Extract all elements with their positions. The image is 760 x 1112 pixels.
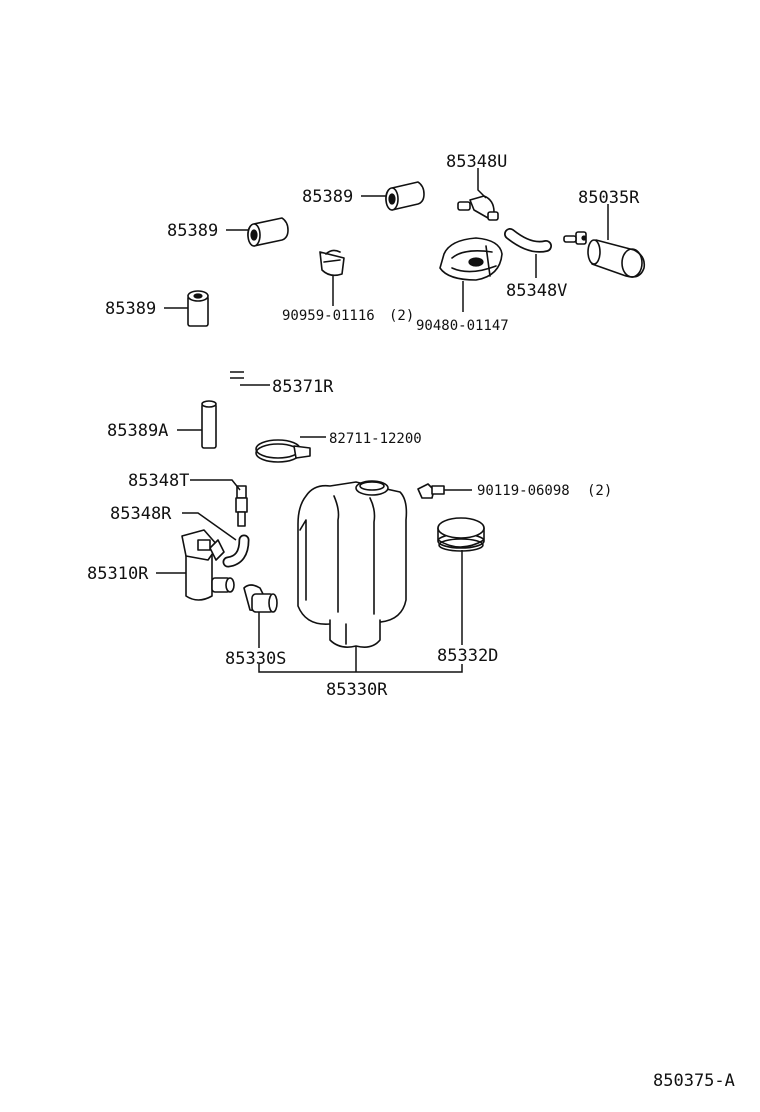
label-85389-top: 85389 — [302, 187, 353, 207]
grommet-85389A — [201, 400, 217, 449]
hose-85348V — [504, 228, 552, 253]
washer-pump-85310R — [181, 529, 235, 601]
callout-line-85348R — [182, 512, 237, 541]
washer-hose-85371R — [230, 205, 446, 488]
grommet-85389-middle — [247, 217, 289, 247]
label-85371R: 85371R — [272, 377, 334, 397]
label-90119: 90119-06098 — [477, 483, 570, 499]
elbow-hose-85348R — [222, 534, 250, 568]
label-90119-qty: (2) — [587, 483, 612, 499]
label-85348R: 85348R — [110, 504, 172, 524]
label-85332D: 85332D — [437, 646, 498, 666]
washer-tank-85330R — [297, 480, 408, 648]
callout-bracket-85330R — [258, 664, 463, 673]
callout-90959: 90959-01116 (2) — [282, 276, 414, 324]
label-85330S: 85330S — [225, 649, 286, 669]
diagram-id: 850375-A — [653, 1071, 735, 1091]
label-82711: 82711-12200 — [329, 431, 422, 447]
elbow-joint-85348U — [457, 195, 499, 221]
callout-line-85348T — [190, 479, 241, 491]
label-90959-qty: (2) — [389, 308, 414, 324]
label-90480: 90480-01147 — [416, 318, 509, 334]
label-85389-left: 85389 — [105, 299, 156, 319]
label-85348U: 85348U — [446, 152, 507, 172]
bolt-90119 — [417, 483, 445, 499]
label-90959: 90959-01116 — [282, 308, 375, 324]
label-85389-middle: 85389 — [167, 221, 218, 241]
grommet-85389-left — [187, 290, 209, 327]
label-85389A: 85389A — [107, 421, 168, 441]
label-85330R: 85330R — [326, 680, 388, 700]
label-85348T: 85348T — [128, 471, 189, 491]
label-85348V: 85348V — [506, 281, 567, 301]
hose-joint-85348T — [235, 485, 248, 527]
grommet-85330S — [243, 584, 278, 613]
label-85310R: 85310R — [87, 564, 149, 584]
grommet-85389-top — [385, 181, 425, 211]
washer-motor-85035R — [563, 231, 646, 278]
label-85035R: 85035R — [578, 188, 640, 208]
hose-clamp-82711 — [255, 439, 311, 463]
tank-cap-85332D — [437, 517, 485, 552]
callout-line-85348U — [477, 168, 487, 199]
hose-clip-part — [319, 249, 345, 277]
hose-clamp-90480 — [439, 237, 503, 281]
